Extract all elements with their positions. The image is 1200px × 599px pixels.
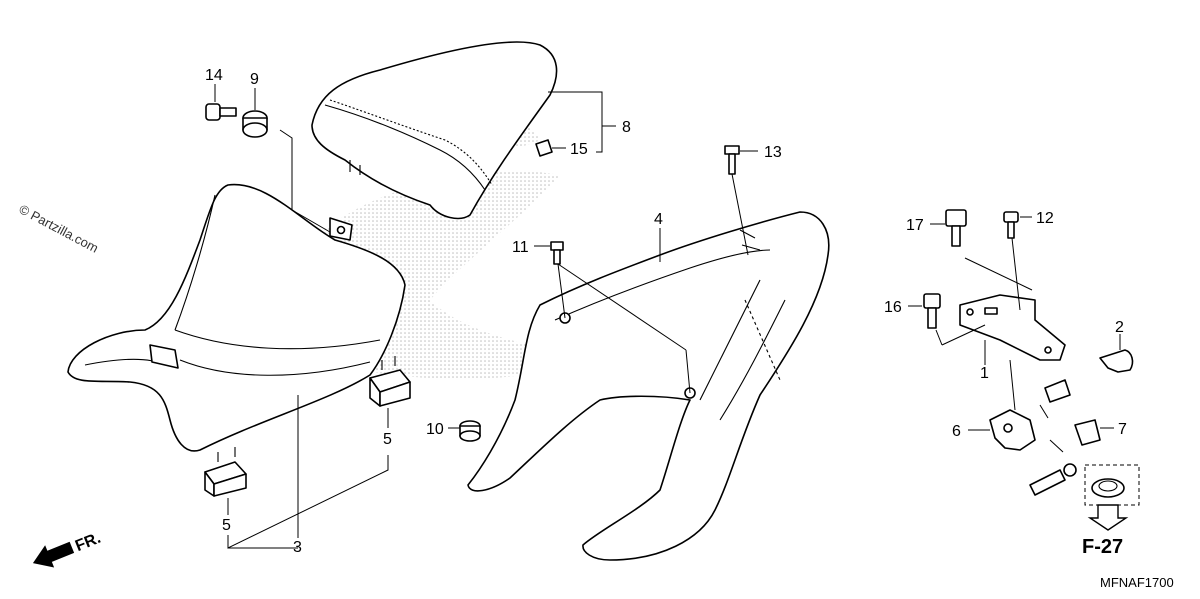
grommet-part[interactable]	[1084, 464, 1140, 506]
callout-15: 15	[570, 141, 588, 158]
rider-seat-part[interactable]	[67, 183, 406, 452]
seat-cowl-part[interactable]	[467, 211, 830, 561]
bolt-14-part[interactable]	[205, 103, 237, 121]
watermark-text: © Partzilla.com	[17, 201, 101, 255]
rubber-damper-part-upper[interactable]	[369, 356, 411, 407]
callout-6: 6	[952, 423, 961, 440]
diagram-code: MFNAF1700	[1100, 575, 1174, 590]
callout-13: 13	[764, 144, 782, 161]
callout-11: 11	[512, 239, 529, 256]
callout-10: 10	[426, 421, 444, 438]
clip-part[interactable]	[1099, 349, 1134, 373]
callout-1: 1	[980, 365, 989, 382]
lock-bracket-part[interactable]	[989, 409, 1036, 451]
bolt-17-part[interactable]	[945, 209, 967, 247]
callout-17: 17	[906, 217, 924, 234]
screw-13-part[interactable]	[724, 145, 740, 175]
callout-5-upper: 5	[383, 431, 392, 448]
callout-7: 7	[1118, 421, 1127, 438]
callout-4: 4	[654, 211, 663, 228]
callout-16: 16	[884, 299, 902, 316]
grommet-10-part[interactable]	[459, 420, 481, 442]
callout-12: 12	[1036, 210, 1054, 227]
callout-2: 2	[1115, 319, 1124, 336]
bolt-16-part[interactable]	[923, 293, 941, 329]
clip-15-part[interactable]	[535, 139, 553, 157]
front-label: FR.	[73, 530, 103, 555]
key-cylinder-part[interactable]	[1029, 379, 1101, 496]
screw-12-part[interactable]	[1003, 211, 1019, 239]
reference-arrow[interactable]: F-27	[1082, 504, 1129, 558]
leader-lines	[214, 84, 1121, 549]
front-direction-arrow: FR.	[32, 530, 103, 568]
pillion-seat-part[interactable]	[311, 41, 558, 220]
callout-14: 14	[205, 67, 223, 84]
reference-label[interactable]: F-27	[1082, 536, 1123, 558]
screw-11-part[interactable]	[550, 241, 564, 265]
callout-labels: 14 9 8 15 13 4 11 17 12 16 2 1 6 7 10 5 …	[205, 67, 1127, 556]
rubber-damper-part-lower[interactable]	[204, 447, 247, 497]
callout-5-lower: 5	[222, 517, 231, 534]
callout-3: 3	[293, 539, 302, 556]
callout-8: 8	[622, 119, 631, 136]
collar-9-part[interactable]	[242, 110, 268, 138]
bracket-plate-part[interactable]	[959, 294, 1066, 361]
callout-9: 9	[250, 71, 259, 88]
